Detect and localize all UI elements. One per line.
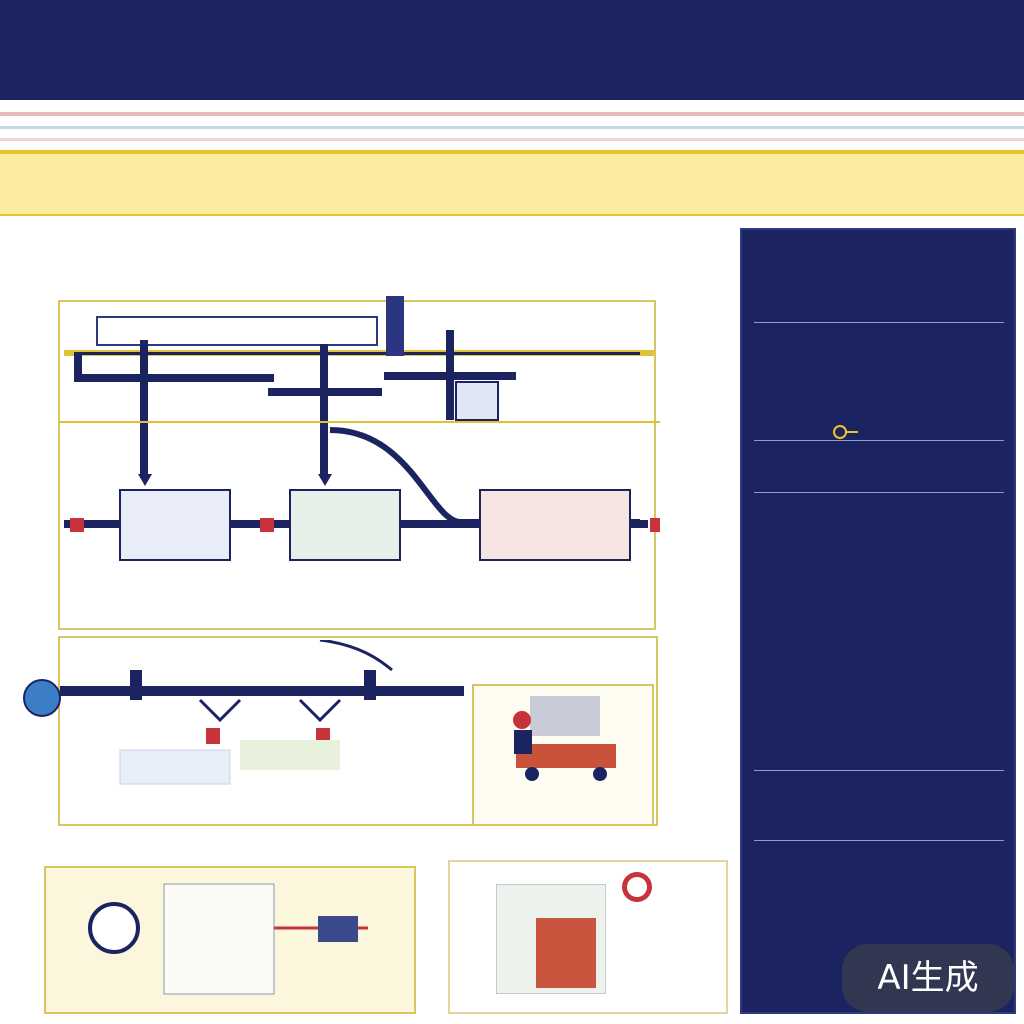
- arrow-down-b: [318, 474, 332, 486]
- spray-branch-b: [298, 698, 342, 723]
- basin: [119, 749, 231, 785]
- arrow-down-a: [138, 474, 152, 486]
- pump-motor: [318, 916, 358, 942]
- lower-main-pipe: [60, 686, 464, 696]
- valve-block: [386, 296, 404, 356]
- machine: [516, 744, 616, 768]
- tank-3: [479, 489, 631, 561]
- flow-curve: [329, 427, 640, 525]
- poster-title: [0, 0, 1024, 100]
- pipe-drop-b: [320, 344, 328, 478]
- smoke: [530, 696, 600, 736]
- spray-head-a: [206, 728, 220, 744]
- control-cabinet: [163, 883, 275, 995]
- worker-panel-art: [513, 696, 616, 781]
- upper-diagram-frame: [58, 300, 656, 630]
- wheel-2: [593, 767, 607, 781]
- tank-2: [289, 489, 401, 561]
- wheel-1: [525, 767, 539, 781]
- title-bar: [0, 0, 1024, 100]
- red-valve-1: [70, 518, 84, 532]
- worker-head: [513, 711, 531, 729]
- bottom-left-art: [88, 883, 368, 995]
- seal-stamp: [622, 872, 652, 902]
- blue-stripe: [0, 126, 1024, 129]
- spray-branch-a: [198, 698, 242, 723]
- pipe-left-run: [74, 374, 274, 382]
- bottom-right-panel: [448, 860, 728, 1014]
- upper-diagram-art: [60, 381, 660, 561]
- ai-watermark-label: AI生成: [877, 958, 979, 998]
- ai-watermark-badge: AI生成: [842, 944, 1014, 1012]
- main-pipe-core: [80, 352, 640, 355]
- pipe-right-drop: [446, 330, 454, 420]
- pump-unit: [455, 381, 499, 421]
- red-valve-3: [650, 518, 660, 532]
- chart-block: [536, 918, 596, 988]
- red-stripe: [0, 112, 1024, 116]
- nozzle-1: [130, 670, 142, 700]
- pink-stripe: [0, 138, 1024, 141]
- lower-diagram-art: [23, 640, 393, 785]
- meter-icon: [88, 902, 140, 954]
- tank-1: [119, 489, 231, 561]
- swing-arc: [319, 640, 393, 672]
- pipe-left-drop: [74, 352, 82, 382]
- title-stripe: [0, 100, 1024, 108]
- pipe-drop-a: [140, 340, 148, 478]
- gauge-icon: [23, 679, 61, 717]
- bottom-right-art: [496, 884, 606, 994]
- sidebar-rule-2: [754, 440, 1004, 441]
- red-valve-2: [260, 518, 274, 532]
- pipe-cross: [268, 388, 382, 396]
- subtitle-band: [0, 150, 1024, 216]
- sidebar-rule-4: [754, 770, 1004, 771]
- sidebar-rule-5: [754, 840, 1004, 841]
- info-sidebar: [740, 228, 1016, 1014]
- nozzle-2: [364, 670, 376, 700]
- lower-diagram-frame: [58, 636, 658, 826]
- sidebar-pointer-icon: [833, 425, 858, 439]
- sidebar-rule-3: [754, 492, 1004, 493]
- worker-body: [514, 730, 532, 754]
- ground-green: [240, 740, 340, 770]
- sidebar-rule-1: [754, 322, 1004, 323]
